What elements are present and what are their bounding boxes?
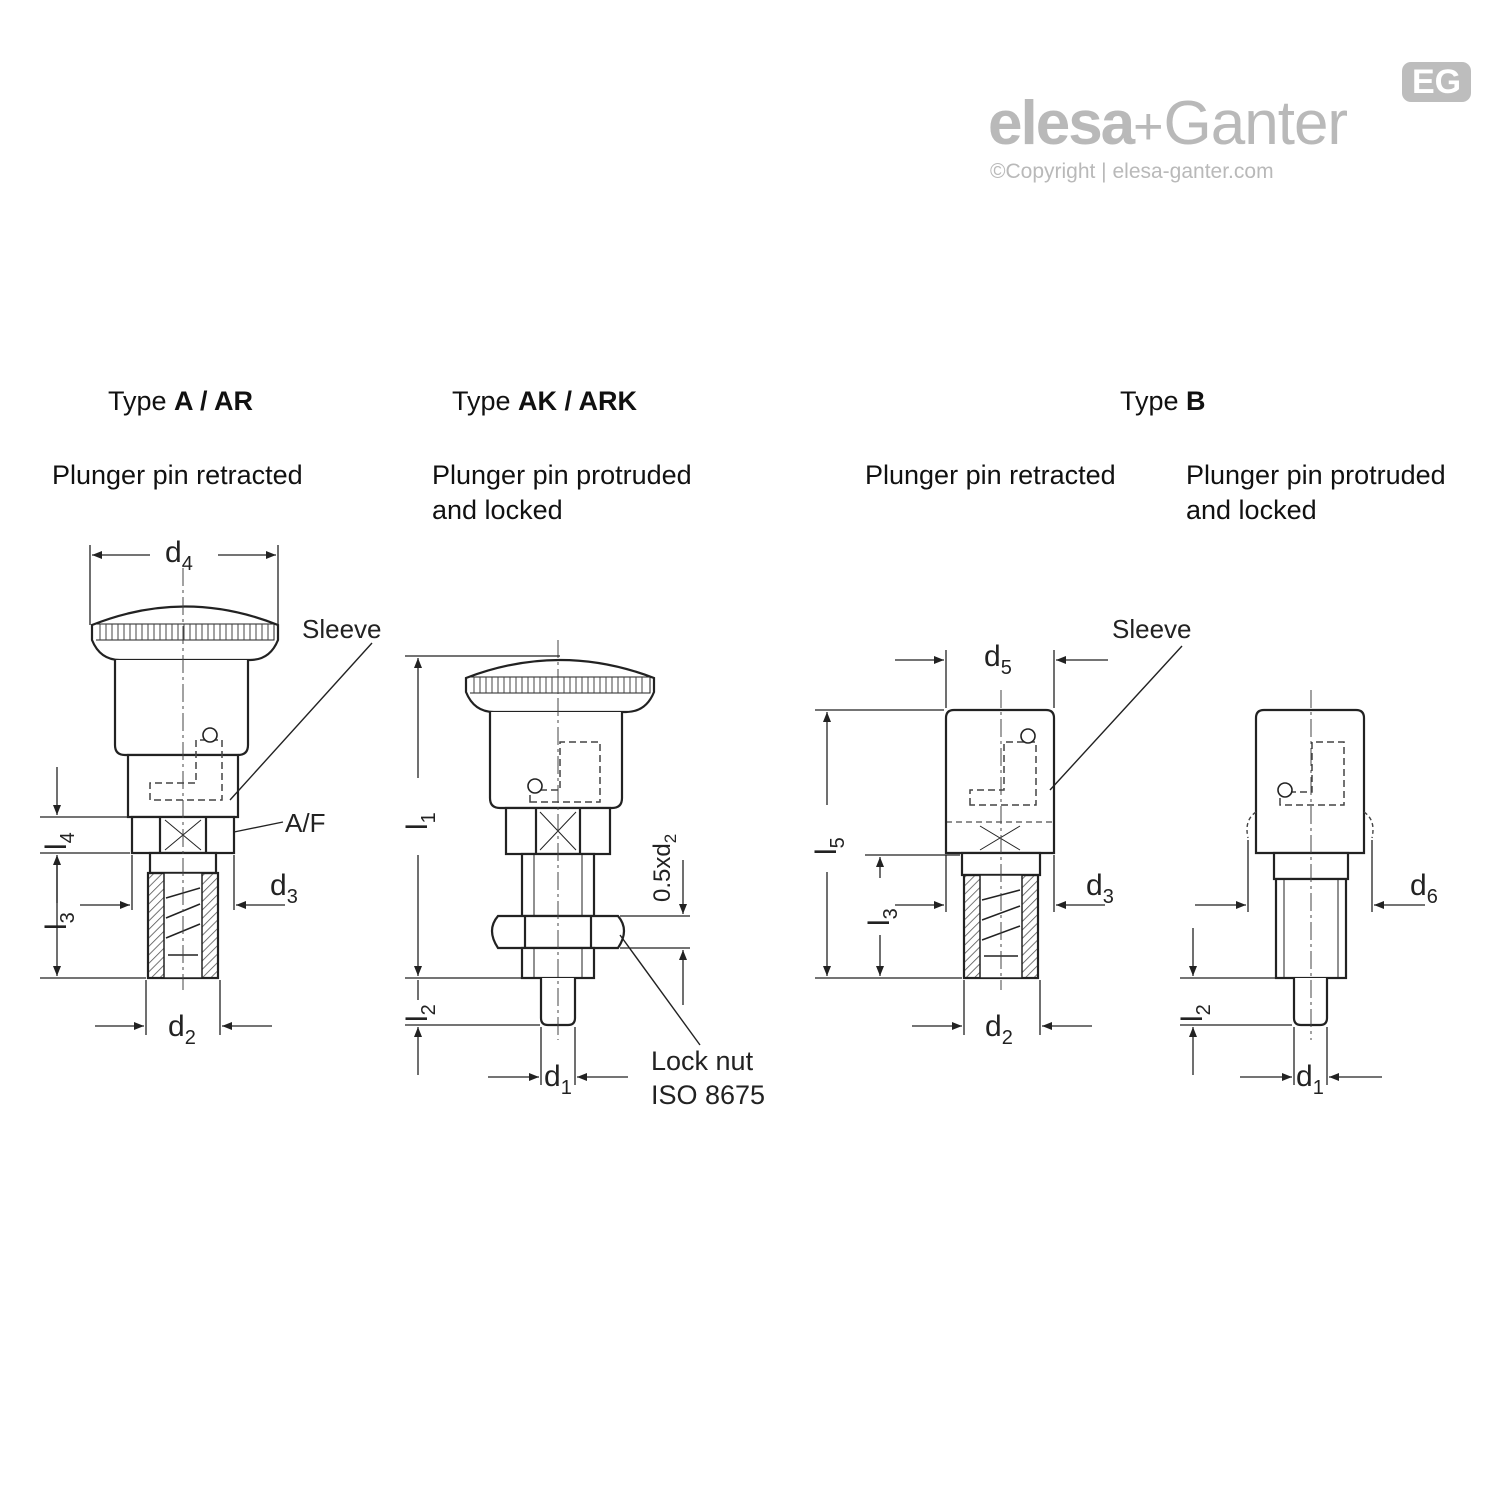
dim-l3-a: l3 [40, 912, 79, 930]
part-type-b-protruded [1246, 690, 1374, 1040]
dim-half-d2: 0.5xd2 [649, 834, 680, 902]
caption-b-protruded: Plunger pin protruded and locked [1186, 460, 1446, 525]
caption-b-retracted: Plunger pin retracted [865, 460, 1116, 490]
knob-body-ak [488, 712, 624, 810]
dim-d2-b: d2 [985, 1010, 1013, 1049]
knurl-a [99, 624, 269, 640]
type-a-ar-title: Type A / AR [108, 386, 254, 416]
logo-ganter: Ganter [1163, 89, 1349, 158]
dim-d6: d6 [1410, 869, 1438, 908]
caption-a-retracted: Plunger pin retracted [52, 460, 303, 490]
logo-copyright: ©Copyright | elesa-ganter.com [990, 160, 1274, 183]
dim-l2-b: l2 [1176, 1004, 1215, 1022]
eg-badge-icon: EG [1402, 62, 1472, 102]
dim-d3-b: d3 [1086, 869, 1114, 908]
type-b-title: Type B [1120, 386, 1206, 416]
type-ak-ark-title: Type AK / ARK [452, 386, 638, 416]
dim-l1: l1 [401, 812, 440, 830]
label-lock-nut-2: ISO 8675 [651, 1080, 765, 1110]
dim-d1-ak: d1 [544, 1060, 572, 1099]
logo-plus: + [1133, 98, 1164, 156]
knurl-ak [473, 677, 643, 693]
label-af: A/F [285, 808, 325, 838]
brand-logo: elesa+Ganter [988, 88, 1349, 159]
dims-type-a [40, 545, 285, 1035]
dim-d5: d5 [984, 640, 1012, 679]
caption-ak-protruded: Plunger pin protruded and locked [432, 460, 692, 525]
label-sleeve-a: Sleeve [302, 614, 382, 644]
knob-a [90, 605, 280, 662]
label-lock-nut-1: Lock nut [651, 1046, 754, 1076]
knob-ak [464, 658, 656, 714]
logo-elesa: elesa [988, 89, 1135, 158]
dim-d1-b: d1 [1296, 1060, 1324, 1099]
part-type-b-retracted [944, 645, 1183, 990]
knob-body-a [113, 660, 250, 757]
sleeve-b2 [1254, 708, 1366, 855]
dim-d3-a: d3 [270, 869, 298, 908]
dims-type-b-retracted [815, 650, 1108, 1035]
dim-l2-ak: l2 [401, 1004, 440, 1022]
dim-d2-a: d2 [168, 1010, 196, 1049]
dims-type-ak [405, 655, 690, 1085]
drawing-labels: Sleeve A/F Sleeve Lock nut ISO 8675 d4 d… [40, 536, 1438, 1110]
sleeve-b [944, 708, 1056, 855]
dim-l4: l4 [40, 832, 79, 850]
dim-l5: l5 [810, 837, 849, 855]
dim-d4: d4 [165, 536, 193, 575]
part-type-a [90, 568, 373, 990]
dim-l3-b: l3 [863, 908, 902, 926]
label-sleeve-b: Sleeve [1112, 614, 1192, 644]
dims-type-b-protruded [1180, 840, 1425, 1085]
part-type-ak [464, 640, 701, 1046]
